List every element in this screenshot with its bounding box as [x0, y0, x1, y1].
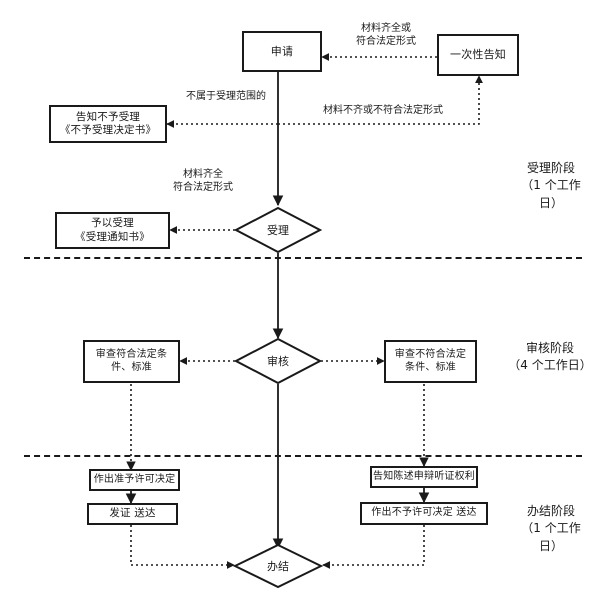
node-review-pass-line1: 审查符合法定条	[95, 349, 168, 360]
node-make-refuse[interactable]: 作出不予许可决定 送达	[360, 502, 488, 525]
edge-label-materials-ok-or-legal: 材料齐全或 符合法定形式	[338, 22, 434, 48]
node-accept-grant[interactable]: 予以受理 《受理通知书》	[55, 212, 170, 249]
node-make-permit[interactable]: 作出准予许可决定	[89, 469, 180, 491]
node-notice-rights[interactable]: 告知陈述申辩听证权利	[370, 466, 478, 488]
edge-label-materials-incomplete: 材料不齐或不符合法定形式	[300, 104, 466, 117]
stage-label-accept-duration-2: 日）	[538, 195, 563, 210]
edge-label-materials-ok-or-legal-line1: 材料齐全或	[361, 23, 411, 34]
node-review-pass-line2: 件、标准	[111, 361, 152, 373]
node-make-permit-label: 作出准予许可决定	[93, 473, 176, 485]
edge-label-not-in-scope-text: 不属于受理范围的	[186, 91, 266, 102]
node-complete-label: 办结	[267, 560, 289, 573]
node-notice-rights-label: 告知陈述申辩听证权利	[373, 470, 475, 482]
stage-label-complete-name: 办结阶段	[526, 504, 575, 518]
node-accept-grant-line1: 予以受理	[91, 217, 134, 230]
stage-label-complete: 办结阶段 （1 个工作 日）	[505, 503, 597, 555]
node-accept-decision[interactable]: 受理	[234, 206, 322, 254]
node-one-time-notice[interactable]: 一次性告知	[437, 34, 519, 76]
stage-label-complete-duration-1: （1 个工作	[521, 521, 581, 536]
edge-label-materials-incomplete-text: 材料不齐或不符合法定形式	[323, 105, 443, 116]
node-notice-not-accept[interactable]: 告知不予受理 《不予受理决定书》	[49, 105, 167, 143]
stage-label-review-name: 审核阶段	[525, 341, 574, 355]
edge-label-materials-complete-line2: 符合法定形式	[173, 182, 233, 193]
node-review-decision-label: 审核	[267, 355, 289, 368]
node-review-pass[interactable]: 审查符合法定条 件、标准	[83, 340, 180, 383]
stage-label-accept: 受理阶段 （1 个工作 日）	[505, 160, 597, 212]
node-make-refuse-label: 作出不予许可决定 送达	[371, 507, 477, 519]
edge-label-not-in-scope: 不属于受理范围的	[171, 90, 281, 103]
node-issue-deliver[interactable]: 发证 送达	[87, 503, 178, 525]
stage-label-accept-duration-1: （1 个工作	[521, 178, 581, 193]
stage-label-review-duration-1: （4 个工作日）	[508, 358, 592, 373]
edge-label-materials-complete-line1: 材料齐全	[183, 169, 223, 180]
stage-label-review: 审核阶段 （4 个工作日）	[500, 340, 600, 375]
edge-label-materials-ok-or-legal-line2: 符合法定形式	[356, 36, 416, 47]
node-notice-not-accept-line1: 告知不予受理	[75, 110, 141, 123]
node-one-time-notice-label: 一次性告知	[450, 48, 506, 62]
divider-accept-review	[24, 257, 582, 259]
edge-label-materials-complete: 材料齐全 符合法定形式	[155, 168, 251, 194]
node-review-fail[interactable]: 审查不符合法定 条件、标准	[384, 340, 477, 383]
node-review-fail-line2: 条件、标准	[405, 361, 456, 373]
node-review-fail-line1: 审查不符合法定	[394, 349, 467, 360]
node-complete[interactable]: 办结	[233, 543, 323, 589]
node-accept-grant-line2: 《受理通知书》	[75, 230, 150, 243]
stage-label-complete-duration-2: 日）	[538, 538, 563, 553]
stage-label-accept-name: 受理阶段	[526, 161, 575, 175]
node-apply[interactable]: 申请	[242, 31, 322, 72]
node-accept-decision-label: 受理	[267, 224, 289, 237]
node-issue-deliver-label: 发证 送达	[109, 507, 156, 520]
node-review-decision[interactable]: 审核	[234, 337, 322, 385]
divider-review-complete	[24, 455, 582, 457]
node-notice-not-accept-line2: 《不予受理决定书》	[59, 124, 157, 136]
node-apply-label: 申请	[270, 44, 294, 58]
